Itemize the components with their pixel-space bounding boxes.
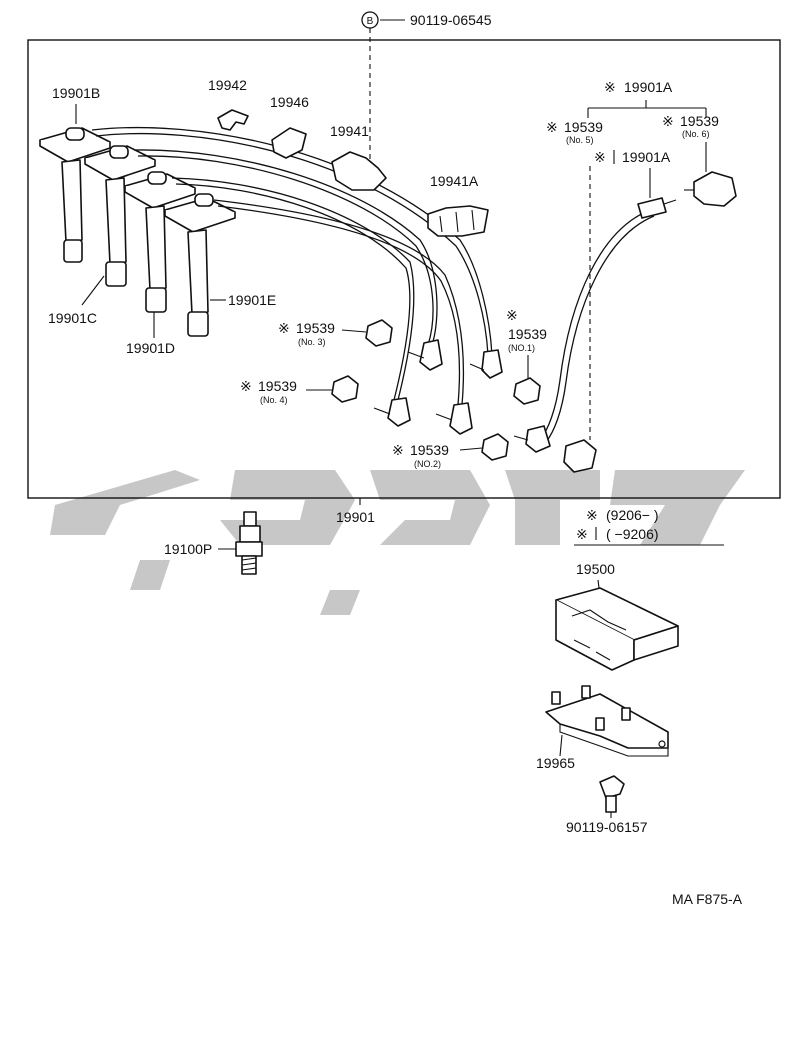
label-bolt-bottom: 90119-06157 [566, 819, 648, 835]
mark-no4: ※ [240, 378, 252, 394]
spark-plug-19100p [235, 511, 263, 575]
insulator-no2 [481, 433, 509, 461]
label-19942: 19942 [208, 77, 247, 93]
watermark-logo [50, 470, 745, 615]
wire-end-caps [373, 339, 503, 435]
label-no1: (NO.1) [508, 343, 535, 353]
label-19901a-top: 19901A [624, 79, 673, 95]
label-no5: (No. 5) [566, 135, 594, 145]
insulator-no1 [513, 377, 541, 405]
label-19965: 19965 [536, 755, 575, 771]
mark-date-from: ※ [586, 507, 598, 523]
label-19100p: 19100P [164, 541, 212, 557]
label-19539-no6: 19539 [680, 113, 719, 129]
mark-no2: ※ [392, 442, 404, 458]
mark-19901a-mid: ※ [594, 149, 606, 165]
insulator-no4 [331, 375, 359, 403]
label-19946: 19946 [270, 94, 309, 110]
label-date-from: (9206− ) [606, 507, 659, 523]
label-19941a: 19941A [430, 173, 479, 189]
label-19901e: 19901E [228, 292, 276, 308]
label-19901: 19901 [336, 509, 375, 525]
mark-no5: ※ [546, 119, 558, 135]
label-19941: 19941 [330, 123, 369, 139]
mark-no1: ※ [506, 307, 518, 323]
label-19901a-mid: 19901A [622, 149, 671, 165]
mark-date-to: ※ [576, 526, 588, 542]
label-19901d: 19901D [126, 340, 175, 356]
label-19901b: 19901B [52, 85, 100, 101]
bracket-19965 [545, 685, 669, 757]
label-no6: (No. 6) [682, 129, 710, 139]
label-19539-no3: 19539 [296, 320, 335, 336]
mark-no3: ※ [278, 320, 290, 336]
label-19901c: 19901C [48, 310, 97, 326]
circle-b-label: B [367, 16, 374, 27]
plug-boots [39, 127, 236, 337]
label-19539-no1: 19539 [508, 326, 547, 342]
insulator-no3 [365, 319, 393, 347]
mark-19901a-top: ※ [604, 79, 616, 95]
bolt-callout-top: B 90119-06545 [361, 11, 492, 160]
label-19539-no2: 19539 [410, 442, 449, 458]
label-no2: (NO.2) [414, 459, 441, 469]
label-19539-no4: 19539 [258, 378, 297, 394]
ignition-wires [91, 126, 493, 406]
figure-code: MA F875-A [672, 891, 743, 907]
wire-clamps [217, 109, 489, 237]
label-19500: 19500 [576, 561, 615, 577]
ignition-coil-19500 [555, 587, 679, 671]
bolt-top-label: 90119-06545 [410, 12, 492, 28]
mark-no6: ※ [662, 113, 674, 129]
label-no3: (No. 3) [298, 337, 326, 347]
label-no4: (No. 4) [260, 395, 288, 405]
bolt-90119-06157 [599, 775, 625, 813]
coil-lead-19901a [513, 171, 737, 473]
label-19539-no5: 19539 [564, 119, 603, 135]
label-date-to: ( −9206) [606, 526, 659, 542]
assembly-frame [27, 39, 781, 499]
